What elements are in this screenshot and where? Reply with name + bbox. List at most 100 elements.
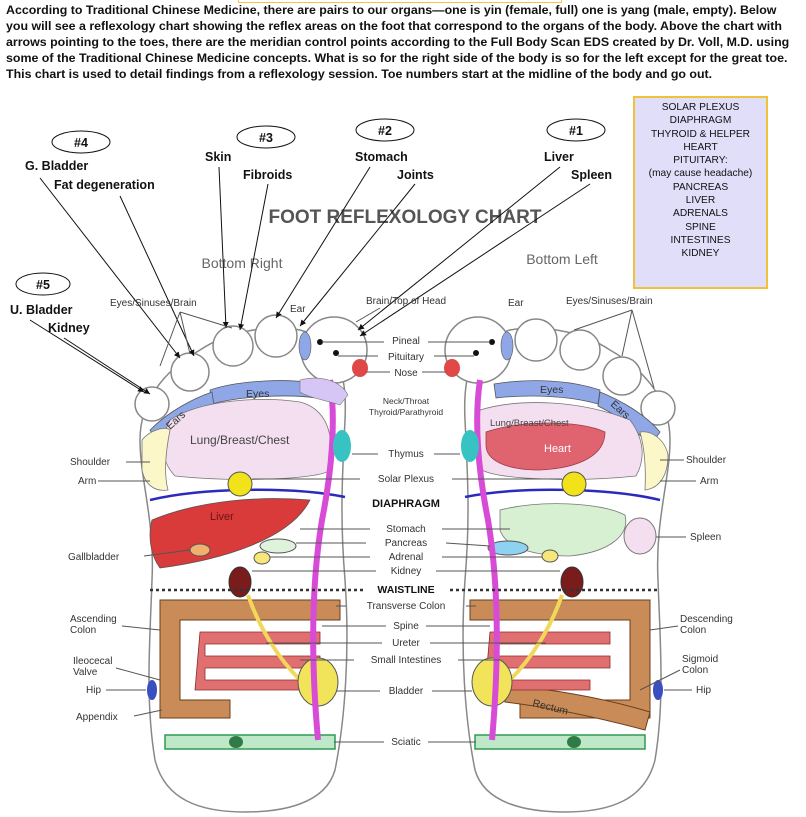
toe-5-number: #5 bbox=[36, 278, 50, 292]
arrow-skin bbox=[218, 166, 229, 329]
center-neck-label: Neck/Throat bbox=[383, 396, 430, 406]
toe-4-number: #4 bbox=[74, 136, 88, 150]
legend-item: (may cause headache) bbox=[648, 168, 753, 180]
right-bladder bbox=[297, 657, 339, 707]
right-pineal-dot bbox=[317, 339, 323, 345]
right-toe-2 bbox=[254, 314, 298, 358]
arrow-spleen bbox=[359, 183, 591, 337]
arrow-fibroids bbox=[238, 183, 269, 331]
right-hip bbox=[147, 680, 157, 700]
left-toe-4 bbox=[602, 356, 642, 396]
right-lung-label: Lung/Breast/Chest bbox=[190, 433, 290, 447]
meridian-legend-box: SOLAR PLEXUS DIAPHRAGM THYROID & HELPER … bbox=[633, 96, 768, 289]
right-colon bbox=[159, 599, 341, 719]
center-transverse-label: Transverse Colon bbox=[367, 601, 446, 612]
bottom-left-label: Bottom Left bbox=[526, 251, 598, 267]
center-waistline-label: WAISTLINE bbox=[377, 584, 434, 596]
right-hip-label: Hip bbox=[86, 685, 101, 696]
toe-1-label-b: Spleen bbox=[571, 168, 612, 182]
left-nose bbox=[444, 359, 460, 377]
left-hip bbox=[653, 680, 663, 700]
legend-item: KIDNEY bbox=[681, 248, 720, 260]
right-appendix-leader bbox=[133, 709, 163, 717]
left-thymus bbox=[461, 430, 479, 462]
toe-3-number: #3 bbox=[259, 131, 273, 145]
toe-4-group: #4 G. Bladder Fat degeneration bbox=[25, 130, 155, 192]
right-ear-label: Ear bbox=[290, 304, 306, 315]
toe-2-label-b: Joints bbox=[397, 168, 434, 182]
right-gallbladder-label: Gallbladder bbox=[68, 552, 120, 563]
arrow-kidney bbox=[63, 337, 151, 395]
right-toe-4 bbox=[170, 352, 210, 392]
left-rectum bbox=[504, 684, 651, 731]
toe-4-label-a: G. Bladder bbox=[25, 159, 88, 173]
right-kidney bbox=[228, 566, 252, 598]
left-pituitary-dot bbox=[473, 350, 479, 356]
top-box-border bbox=[238, 0, 562, 3]
legend-item: SPINE bbox=[685, 221, 716, 233]
right-liver-label: Liver bbox=[210, 511, 234, 523]
center-pineal-label: Pineal bbox=[392, 336, 420, 347]
center-nose-label: Nose bbox=[394, 368, 418, 379]
right-shoulder-zone bbox=[141, 428, 171, 491]
toe-arrows bbox=[29, 166, 591, 395]
legend-item: DIAPHRAGM bbox=[669, 115, 732, 127]
right-solar-plexus bbox=[227, 471, 253, 497]
left-ear-point bbox=[500, 331, 514, 361]
right-thymus bbox=[333, 430, 351, 462]
right-nose bbox=[352, 359, 368, 377]
left-kidney bbox=[560, 566, 584, 598]
center-solar-label: Solar Plexus bbox=[378, 474, 434, 485]
left-eyes-sinuses-label: Eyes/Sinuses/Brain bbox=[566, 296, 653, 307]
right-eyes-sinuses-leader bbox=[159, 311, 233, 367]
legend-item: HEART bbox=[683, 141, 718, 153]
toe-5-label-b: Kidney bbox=[48, 321, 90, 335]
right-pancreas bbox=[259, 538, 297, 554]
legend-item: LIVER bbox=[685, 195, 716, 207]
right-sciatic-band bbox=[164, 734, 336, 750]
toe-4-label-b: Fat degeneration bbox=[54, 178, 155, 192]
right-toe-3 bbox=[212, 325, 254, 367]
center-kidney-label: Kidney bbox=[391, 566, 422, 577]
legend-item: THYROID & HELPER bbox=[650, 128, 751, 140]
legend-item: INTESTINES bbox=[670, 234, 731, 246]
center-labels: Brain/Top of Head Pineal Pituitary Nose … bbox=[252, 296, 562, 748]
left-descending-leader bbox=[649, 625, 679, 631]
right-ileocecal-leader bbox=[115, 667, 161, 681]
toe-4-oval bbox=[51, 130, 111, 154]
toe-2-group: #2 Stomach Joints bbox=[355, 118, 434, 182]
right-adrenal bbox=[253, 551, 271, 565]
right-foot-labels: Eyes/Sinuses/Brain Ear Eyes Ears Lung/Br… bbox=[68, 298, 306, 723]
arrow-liver bbox=[357, 166, 561, 331]
left-adrenal bbox=[541, 549, 559, 563]
left-spleen-label: Spleen bbox=[690, 532, 721, 543]
right-eyes-label: Eyes bbox=[246, 388, 269, 400]
right-neck-zone bbox=[299, 377, 349, 406]
center-bladder-label: Bladder bbox=[389, 686, 424, 697]
arrow-gbladder bbox=[39, 177, 181, 359]
center-spine-label: Spine bbox=[393, 621, 419, 632]
left-small-intestines bbox=[484, 631, 611, 691]
legend-item: PITUITARY: bbox=[673, 155, 728, 167]
left-foot: Rectum bbox=[444, 316, 676, 813]
arrow-fat bbox=[119, 195, 195, 357]
left-toe-2 bbox=[514, 318, 558, 362]
toe-3-label-b: Fibroids bbox=[243, 168, 292, 182]
right-ear-point bbox=[298, 331, 312, 361]
toe-2-label-a: Stomach bbox=[355, 150, 408, 164]
left-shoulder-zone bbox=[639, 431, 669, 491]
arrow-joints bbox=[299, 183, 416, 327]
right-toe-5 bbox=[134, 386, 170, 422]
legend-item: ADRENALS bbox=[673, 208, 728, 220]
left-pancreas bbox=[487, 540, 529, 556]
left-toe-3 bbox=[559, 329, 601, 371]
left-shoulder-label: Shoulder bbox=[686, 455, 727, 466]
toe-1-group: #1 Liver Spleen bbox=[544, 118, 612, 182]
center-thyroid-label: Thyroid/Parathyroid bbox=[369, 407, 443, 417]
left-hip-label: Hip bbox=[696, 685, 711, 696]
left-arm-label: Arm bbox=[700, 476, 718, 487]
